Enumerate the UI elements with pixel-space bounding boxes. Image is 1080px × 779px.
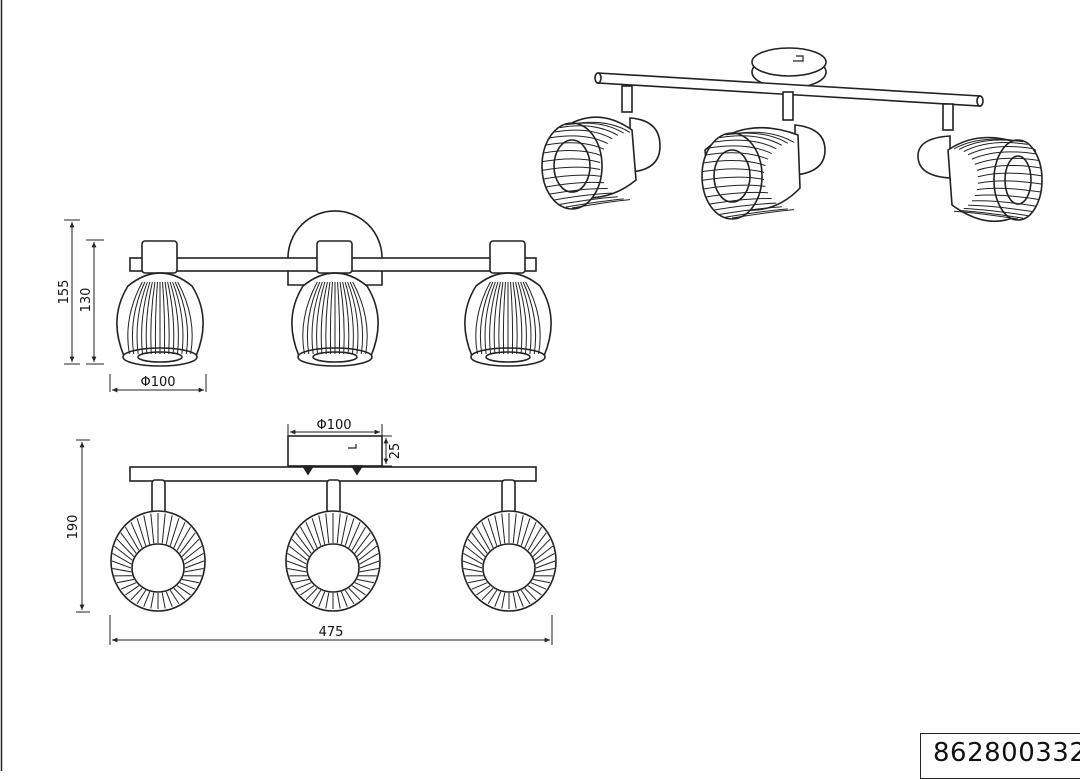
top-spotlight-left (111, 480, 205, 611)
top-canopy-diameter-label: Φ100 (316, 418, 351, 433)
top-spotlight-middle (286, 480, 380, 611)
top-width-label: 475 (319, 625, 344, 640)
top-depth-label: 190 (66, 515, 81, 540)
front-shade-diameter-label: Φ100 (140, 375, 175, 390)
front-view (117, 211, 551, 366)
top-view (111, 436, 556, 611)
perspective-view (542, 48, 1042, 221)
perspective-spotlight-right (918, 136, 1042, 221)
perspective-spotlight-left (542, 117, 660, 209)
model-number-box: 862800332 (920, 733, 1080, 779)
top-spotlight-right (462, 480, 556, 611)
perspective-spotlight-middle (702, 125, 825, 219)
front-height-total-label: 155 (57, 280, 72, 305)
model-number: 862800332 (933, 738, 1080, 768)
top-canopy-height-label: 25 (388, 443, 403, 460)
front-height-shade-label: 130 (79, 288, 94, 313)
